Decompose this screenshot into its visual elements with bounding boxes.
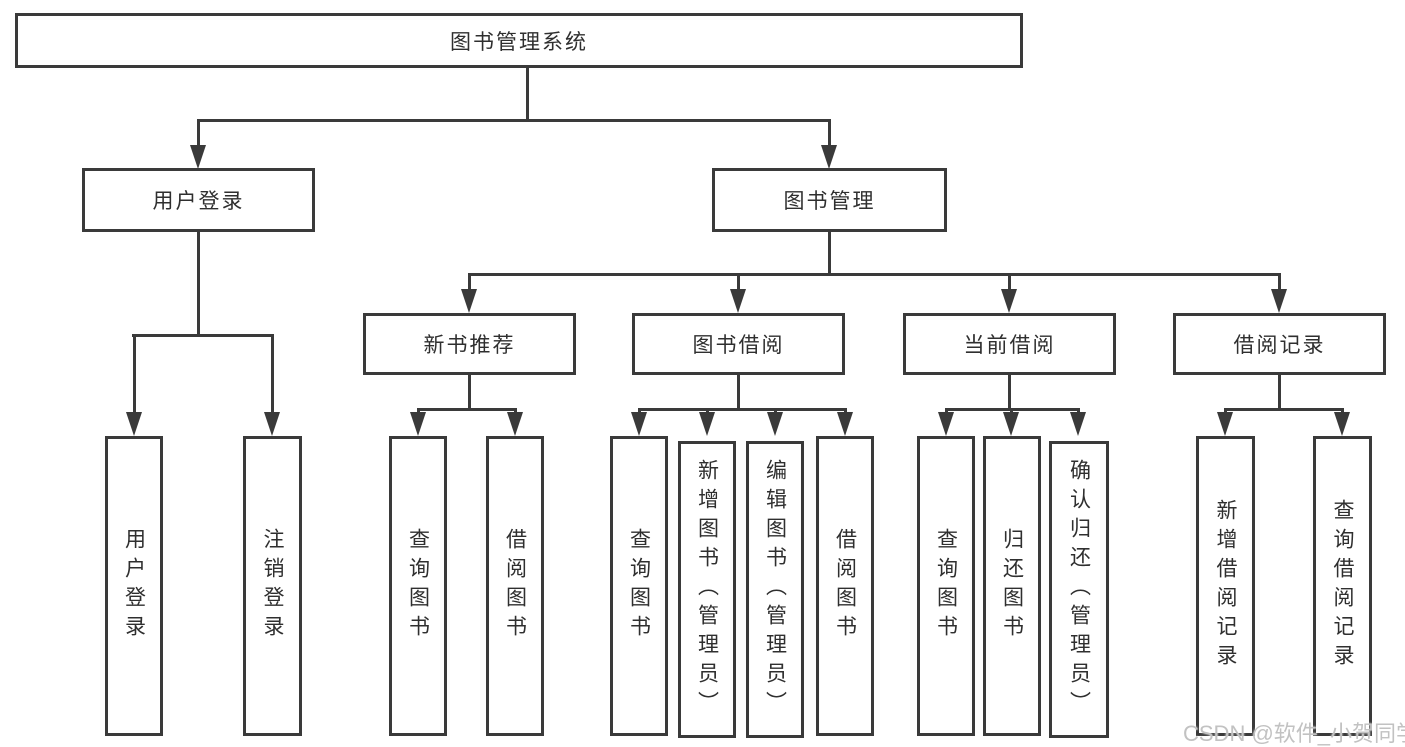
leaf-edit-books-admin-label: 编辑图书（管理员） (763, 459, 787, 720)
node-new-book-recommend-label: 新书推荐 (423, 334, 516, 357)
arrow-down-icon (1070, 412, 1086, 436)
node-current-borrow-label: 当前借阅 (963, 334, 1056, 357)
node-borrow-records-label: 借阅记录 (1233, 334, 1326, 357)
node-new-book-recommend: 新书推荐 (363, 313, 576, 375)
connector-line (197, 232, 200, 337)
connector-line (737, 273, 740, 293)
node-book-borrow-label: 图书借阅 (692, 334, 785, 357)
connector-line (132, 334, 274, 337)
connector-line (1008, 375, 1011, 411)
connector-line (1278, 375, 1281, 411)
leaf-add-books-admin-label: 新增图书（管理员） (695, 459, 719, 720)
leaf-add-borrow-record-label: 新增借阅记录 (1214, 499, 1237, 673)
arrow-down-icon (264, 412, 280, 436)
arrow-down-icon (1217, 412, 1233, 436)
connector-line (638, 408, 846, 411)
leaf-query-borrow-record: 查询借阅记录 (1313, 436, 1372, 736)
leaf-borrow-books-2: 借阅图书 (816, 436, 874, 736)
arrow-down-icon (730, 289, 746, 313)
connector-line (197, 119, 200, 148)
leaf-query-books-1: 查询图书 (389, 436, 447, 736)
leaf-edit-books-admin: 编辑图书（管理员） (746, 441, 804, 738)
leaf-logout-label: 注销登录 (261, 528, 284, 644)
arrow-down-icon (410, 412, 426, 436)
arrow-down-icon (699, 412, 715, 436)
arrow-down-icon (837, 412, 853, 436)
connector-line (417, 408, 517, 411)
arrow-down-icon (631, 412, 647, 436)
leaf-confirm-return-admin: 确认归还（管理员） (1049, 441, 1109, 738)
connector-line (468, 375, 471, 411)
arrow-down-icon (1334, 412, 1350, 436)
connector-line (133, 334, 136, 414)
leaf-query-books-3: 查询图书 (917, 436, 975, 736)
arrow-down-icon (767, 412, 783, 436)
node-root-system-label: 图书管理系统 (450, 30, 588, 54)
node-root-system: 图书管理系统 (15, 13, 1023, 68)
node-book-borrow: 图书借阅 (632, 313, 845, 375)
arrow-down-icon (821, 145, 837, 169)
leaf-query-borrow-record-label: 查询借阅记录 (1331, 499, 1354, 673)
connector-line (526, 68, 529, 122)
leaf-return-books-label: 归还图书 (1000, 528, 1024, 644)
connector-line (468, 273, 1281, 276)
node-user-login-label: 用户登录 (152, 190, 245, 213)
leaf-return-books: 归还图书 (983, 436, 1041, 736)
leaf-query-books-2: 查询图书 (610, 436, 668, 736)
connector-line (197, 119, 831, 122)
connector-line (828, 232, 831, 276)
leaf-borrow-books-1: 借阅图书 (486, 436, 544, 736)
leaf-user-login-label: 用户登录 (122, 528, 146, 644)
arrow-down-icon (461, 289, 477, 313)
connector-line (468, 273, 471, 293)
arrow-down-icon (1003, 412, 1019, 436)
node-borrow-records: 借阅记录 (1173, 313, 1386, 375)
leaf-add-books-admin: 新增图书（管理员） (678, 441, 736, 738)
arrow-down-icon (126, 412, 142, 436)
leaf-borrow-books-2-label: 借阅图书 (833, 528, 857, 644)
connector-line (271, 334, 274, 414)
leaf-confirm-return-admin-label: 确认归还（管理员） (1067, 459, 1091, 720)
arrow-down-icon (1001, 289, 1017, 313)
arrow-down-icon (190, 145, 206, 169)
leaf-query-books-1-label: 查询图书 (406, 528, 430, 644)
arrow-down-icon (507, 412, 523, 436)
node-book-management-label: 图书管理 (783, 190, 876, 213)
csdn-watermark: CSDN @软件_小贺同学 (1183, 721, 1405, 746)
connector-line (1278, 273, 1281, 293)
node-book-management: 图书管理 (712, 168, 947, 232)
connector-line (737, 375, 740, 411)
arrow-down-icon (938, 412, 954, 436)
leaf-query-books-2-label: 查询图书 (627, 528, 651, 644)
leaf-add-borrow-record: 新增借阅记录 (1196, 436, 1255, 736)
node-current-borrow: 当前借阅 (903, 313, 1116, 375)
leaf-borrow-books-1-label: 借阅图书 (503, 528, 527, 644)
leaf-query-books-3-label: 查询图书 (934, 528, 958, 644)
connector-line (828, 119, 831, 148)
leaf-logout: 注销登录 (243, 436, 302, 736)
leaf-user-login: 用户登录 (105, 436, 163, 736)
connector-line (1008, 273, 1011, 293)
arrow-down-icon (1271, 289, 1287, 313)
node-user-login: 用户登录 (82, 168, 315, 232)
connector-line (1224, 408, 1343, 411)
